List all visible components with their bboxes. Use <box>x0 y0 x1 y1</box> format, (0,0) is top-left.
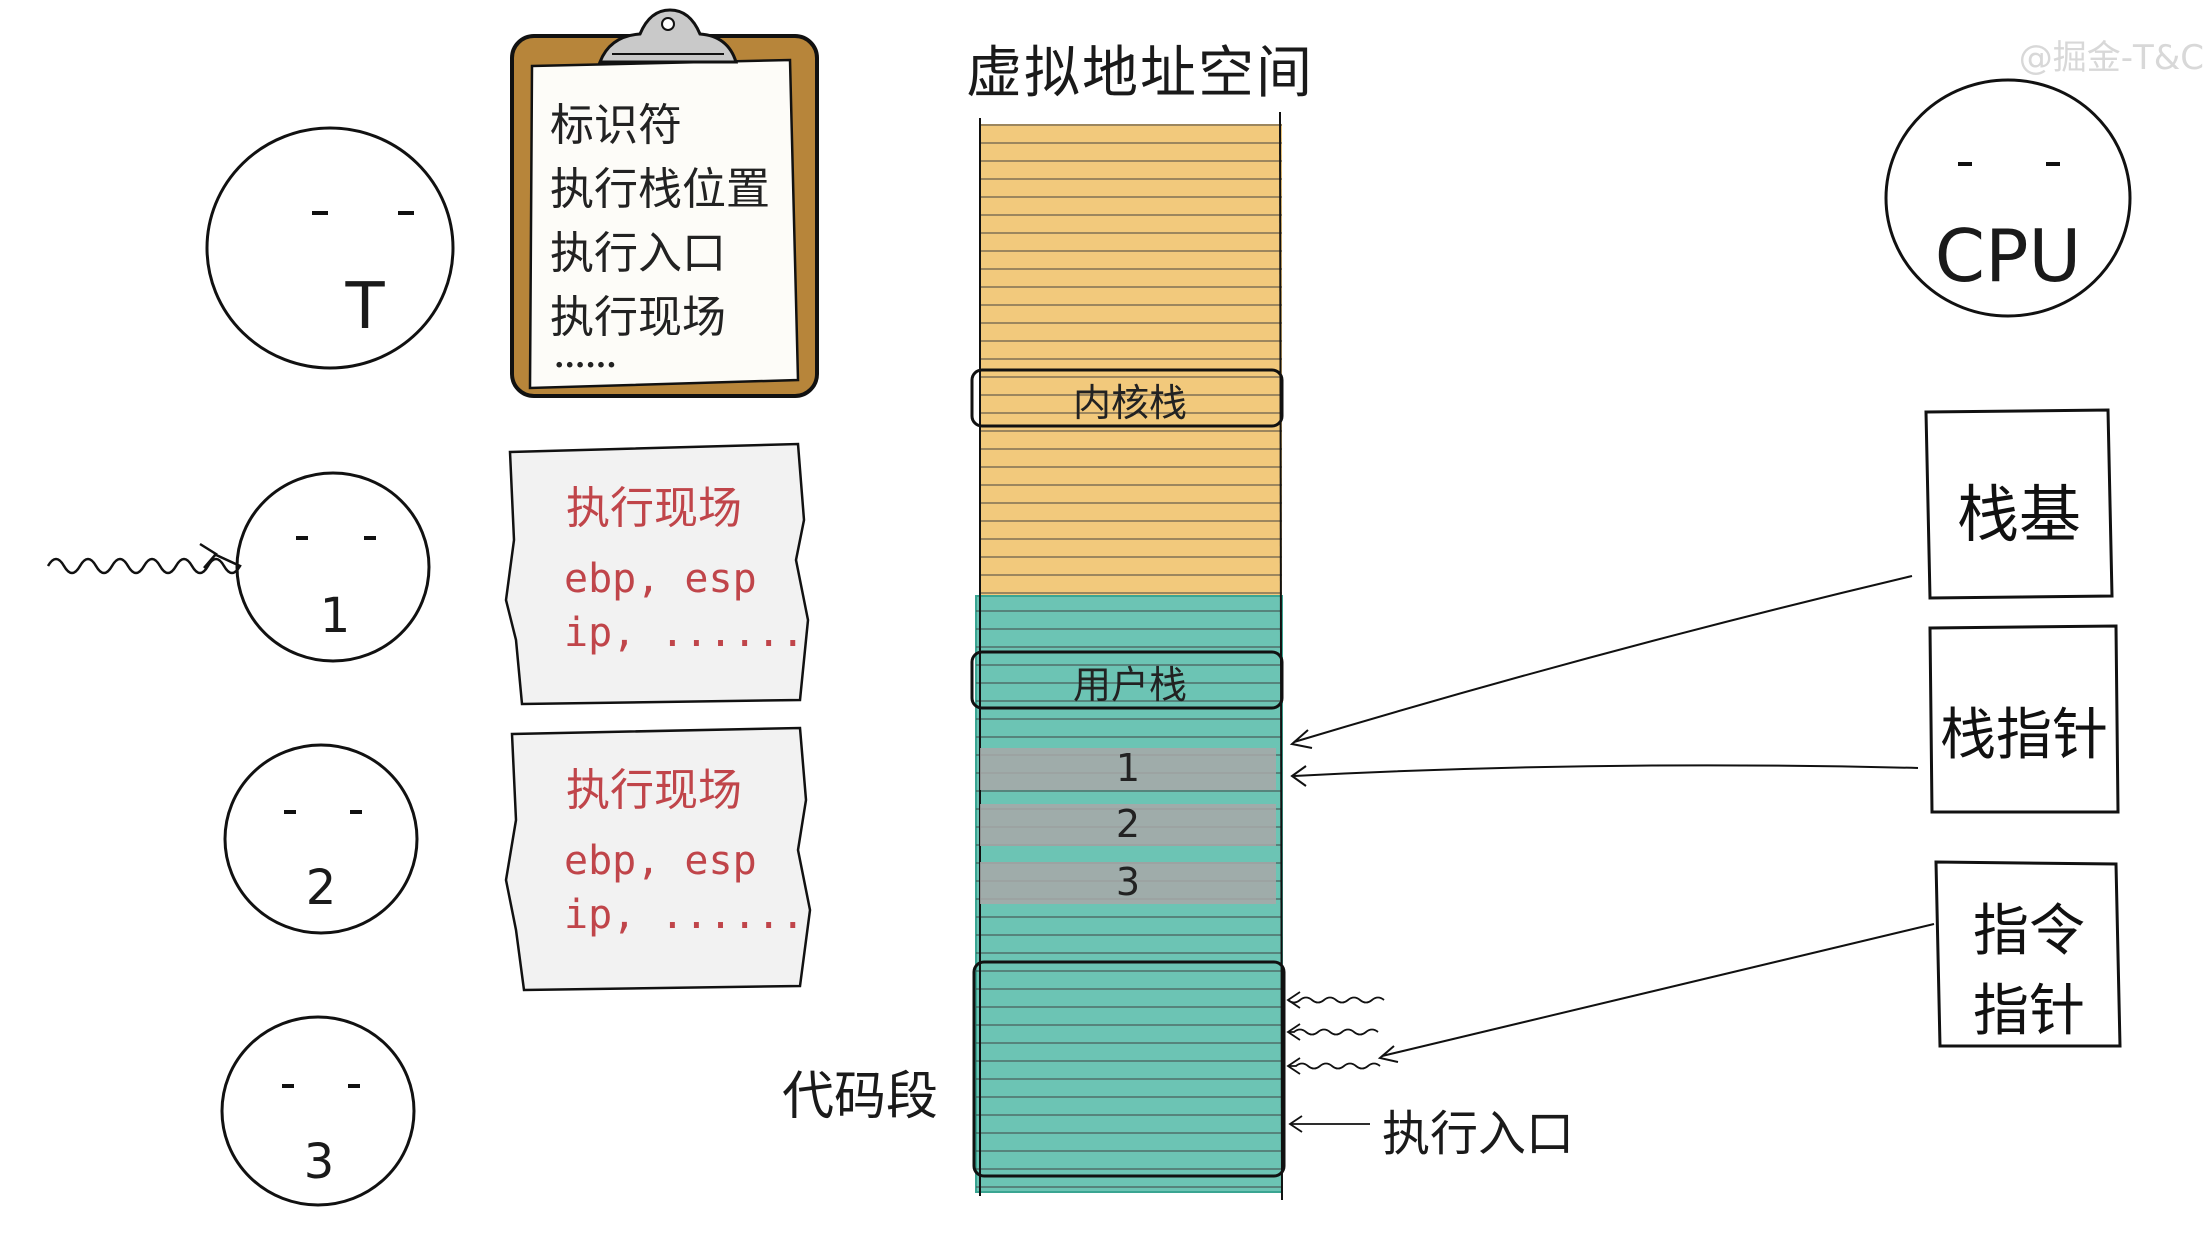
clipboard-line-context: 执行现场 <box>550 292 726 343</box>
context-note-1-title: 执行现场 <box>566 483 742 534</box>
kernel-stack-box <box>970 368 1284 428</box>
user-stack-box <box>970 650 1284 710</box>
current-thread-indicator <box>46 542 242 575</box>
clipboard-line-stack-location: 执行栈位置 <box>550 164 770 215</box>
code-segment-box <box>972 960 1286 1178</box>
clipboard <box>510 8 819 398</box>
clipboard-ellipsis: ...... <box>554 340 617 375</box>
context-note-2-regs: ebp, esp <box>564 838 757 884</box>
stack-frame-3-label: 3 <box>1115 860 1141 904</box>
register-pointer-lines <box>1289 575 1935 1063</box>
stack-frame-2 <box>980 804 1276 846</box>
register-box-instruction-pointer <box>1934 860 2122 1048</box>
watermark: @掘金-T&C <box>2018 38 2204 78</box>
instruction-pointer-label-line2: 指针 <box>1973 979 2085 1044</box>
clipboard-line-entry: 执行入口 <box>550 228 726 279</box>
thread-label-1: 1 <box>319 588 351 644</box>
stack-frame-1-label: 1 <box>1115 746 1141 790</box>
entry-point-label: 执行入口 <box>1382 1106 1575 1162</box>
thread-face-1 <box>235 471 431 663</box>
user-stack-label: 用户栈 <box>1072 663 1187 707</box>
execution-arrows <box>1286 991 1385 1133</box>
thread-face-3 <box>220 1015 416 1207</box>
context-note-1 <box>504 442 810 706</box>
context-note-2-title: 执行现场 <box>566 765 742 816</box>
register-box-stack-pointer <box>1928 624 2120 814</box>
thread-face-T <box>205 126 455 370</box>
stack-base-label: 栈基 <box>1956 478 2081 551</box>
thread-label-T: T <box>345 270 385 344</box>
context-note-2-ip: ip, ...... <box>564 892 805 938</box>
instruction-pointer-label-line1: 指令 <box>1973 899 2085 964</box>
clipboard-line-identifier: 标识符 <box>550 100 682 151</box>
context-note-1-regs: ebp, esp <box>564 556 757 602</box>
code-segment-label: 代码段 <box>782 1067 939 1127</box>
cpu-label: CPU <box>1934 214 2082 298</box>
context-note-2 <box>504 726 812 992</box>
thread-label-2: 2 <box>305 860 337 916</box>
context-note-1-ip: ip, ...... <box>564 610 805 656</box>
stack-pointer-label: 栈指针 <box>1940 703 2108 768</box>
stack-frame-1 <box>980 748 1276 790</box>
thread-label-3: 3 <box>303 1134 335 1190</box>
stack-frame-2-label: 2 <box>1115 802 1141 846</box>
thread-face-2 <box>223 743 419 935</box>
register-box-stack-base <box>1924 408 2114 600</box>
stack-frame-3 <box>980 862 1276 904</box>
page-title: 虚拟地址空间 <box>966 41 1314 106</box>
kernel-stack-label: 内核栈 <box>1072 381 1187 425</box>
cpu-face <box>1884 78 2132 318</box>
